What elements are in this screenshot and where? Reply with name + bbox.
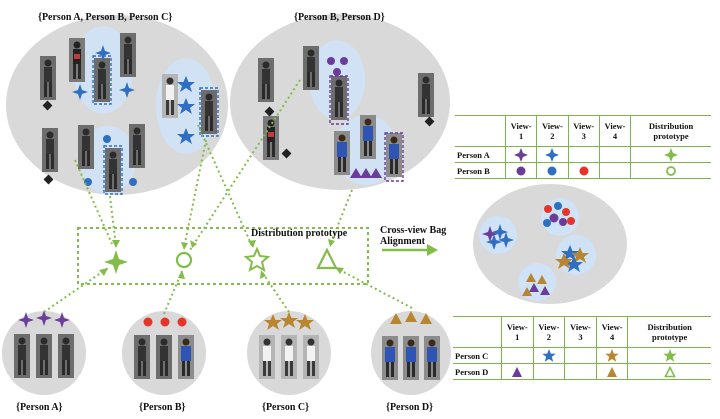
- blue-cross-star-icon: [72, 84, 88, 100]
- prototype-box: [77, 227, 369, 285]
- table-row: Person A: [455, 146, 711, 163]
- blue-circle-icon: [547, 166, 557, 175]
- purple-triangle-icon: [360, 168, 372, 178]
- bag-right-label: {Person B, Person D}: [294, 12, 385, 23]
- bag-left-markers: [42, 45, 195, 186]
- blue-star-icon: [177, 76, 195, 92]
- table-header: View-3: [564, 316, 597, 348]
- red-circle-icon: [160, 317, 170, 327]
- table-row: Person D: [453, 363, 711, 380]
- blue-circle-icon: [103, 135, 111, 143]
- purple-triangle-icon: [350, 168, 362, 178]
- blue-star-icon: [177, 98, 195, 114]
- purple-circle-icon: [333, 68, 341, 76]
- table-header: View-4: [598, 115, 631, 147]
- bag-left: [6, 15, 228, 195]
- bag-right: [230, 14, 450, 190]
- red-circle-icon: [143, 317, 153, 327]
- person-c-label: {Person C}: [262, 402, 310, 413]
- bottom-arrowheads: [99, 267, 344, 279]
- top-arrows: [74, 79, 353, 251]
- blue-cross-star-icon: [498, 232, 514, 248]
- alignment-arrow: [382, 244, 438, 256]
- purple-circle-icon: [327, 57, 335, 65]
- green-triangle-outline-icon: [663, 365, 676, 377]
- person-d-label: {Person D}: [386, 402, 434, 413]
- person-a-label: {Person A}: [16, 402, 63, 413]
- green-cross-star-icon: [664, 147, 679, 162]
- green-triangle-outline-icon: [316, 247, 338, 270]
- row-label: Person A: [455, 146, 506, 163]
- brown-star-icon: [264, 314, 282, 330]
- purple-triangle-icon: [512, 366, 523, 377]
- purple-cross-star-icon: [36, 310, 52, 326]
- bag-right-markers: [264, 57, 435, 178]
- row-label: Person D: [453, 363, 502, 380]
- blue-star-icon: [542, 348, 556, 362]
- table-header: Distribution prototype: [630, 115, 711, 147]
- bottom-arrows: [43, 267, 413, 315]
- table-header: View-1: [501, 316, 534, 348]
- row-label: Person C: [453, 347, 502, 364]
- purple-circle-icon: [516, 166, 526, 175]
- dark-diamond-icon: [281, 148, 292, 159]
- table-header: View-3: [567, 115, 600, 147]
- blue-circle-icon: [129, 178, 137, 186]
- table-header: Distribution prototype: [627, 316, 711, 348]
- green-star-icon: [662, 348, 677, 362]
- table-row: Person C: [453, 347, 711, 364]
- table-row: Person B: [455, 162, 711, 179]
- purple-triangle-icon: [370, 168, 382, 178]
- brown-triangle-icon: [607, 366, 618, 377]
- table-top: View-1 View-2 View-3 View-4 Distribution…: [455, 115, 711, 179]
- dark-diamond-icon: [43, 174, 54, 185]
- brown-triangle-icon: [405, 311, 417, 322]
- table-header-row: View-1 View-2 View-3 View-4 Distribution…: [455, 115, 711, 147]
- green-cross-star-icon: [104, 250, 128, 274]
- purple-cross-star-icon: [18, 312, 34, 328]
- purple-cross-star-icon: [54, 312, 70, 328]
- brown-star-icon: [296, 314, 314, 330]
- aligned-space: [473, 184, 627, 304]
- alignment-label: Cross-view Bag Alignment: [380, 225, 447, 247]
- bag-left-label: {Person A, Person B, Person C}: [38, 12, 173, 23]
- person-b-label: {Person B}: [139, 402, 186, 413]
- prototype-markers: [104, 246, 338, 274]
- purple-cross-star-icon: [514, 147, 529, 162]
- top-arrowheads: [112, 239, 335, 250]
- brown-star-icon: [280, 312, 298, 328]
- table-header: View-2: [532, 316, 565, 348]
- blue-cross-star-icon: [95, 45, 111, 61]
- blue-cross-star-icon: [492, 224, 508, 240]
- purple-cross-star-icon: [482, 226, 498, 242]
- person-b-group: [122, 311, 206, 395]
- blue-cross-star-icon: [545, 147, 560, 162]
- blue-cross-star-icon: [486, 234, 502, 250]
- red-circle-icon: [579, 166, 589, 175]
- blue-star-icon: [177, 128, 195, 144]
- table-header: View-2: [536, 115, 569, 147]
- dark-diamond-icon: [42, 100, 53, 111]
- green-ring-icon: [175, 251, 193, 269]
- brown-star-icon: [605, 348, 619, 362]
- green-star-outline-icon: [243, 246, 271, 273]
- row-label: Person B: [455, 162, 506, 179]
- purple-circle-icon: [340, 57, 348, 65]
- brown-triangle-icon: [390, 313, 402, 324]
- table-header: View-4: [595, 316, 628, 348]
- blue-cross-star-icon: [119, 82, 135, 98]
- green-ring-icon: [666, 165, 676, 176]
- table-header: View-1: [504, 115, 537, 147]
- red-circle-icon: [177, 317, 187, 327]
- table-bottom: View-1 View-2 View-3 View-4 Distribution…: [453, 316, 711, 380]
- table-header-row: View-1 View-2 View-3 View-4 Distribution…: [453, 316, 711, 348]
- person-a-group: [2, 310, 86, 395]
- person-d-group: [371, 311, 451, 395]
- prototype-box-label: Distribution prototype: [251, 228, 348, 239]
- brown-triangle-icon: [420, 313, 432, 324]
- person-c-group: [247, 311, 331, 395]
